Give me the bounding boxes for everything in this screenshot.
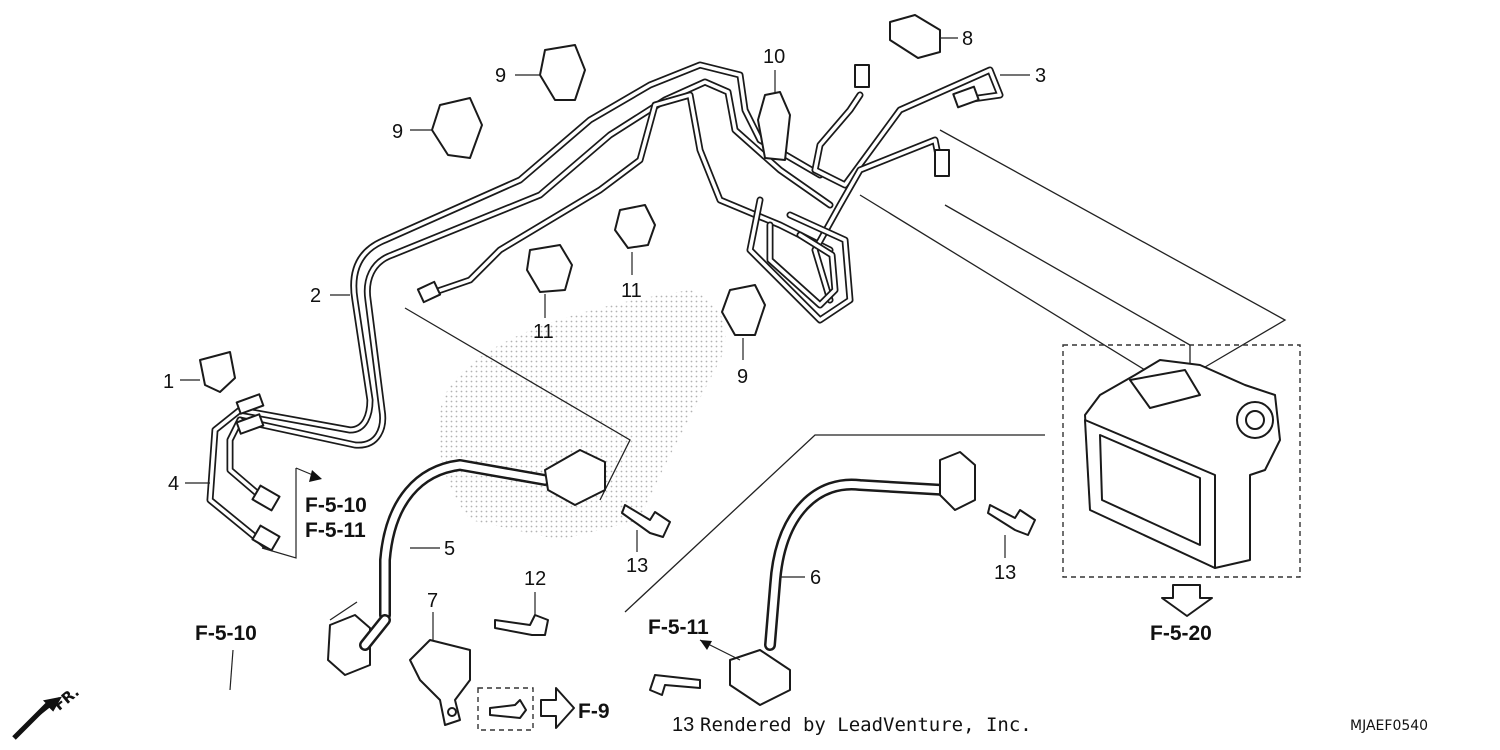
front-direction-arrow [12, 696, 62, 740]
abs-modulator [1062, 344, 1301, 578]
brake-pipe-loop [746, 196, 854, 324]
ref-f-5-11-top: F-5-11 [305, 519, 366, 542]
label-part-2: 2 [310, 285, 321, 307]
label-part-3: 3 [1035, 65, 1046, 87]
pipe-clips [199, 14, 941, 393]
label-part-10: 10 [763, 46, 785, 68]
hose-bracket-7 [409, 639, 471, 726]
label-part-13-bottom: 13 [672, 714, 694, 736]
label-part-7: 7 [427, 590, 438, 612]
label-part-9-top: 9 [495, 65, 506, 87]
label-part-12: 12 [524, 568, 546, 590]
arrow-to-f-9 [540, 687, 575, 729]
label-part-6: 6 [810, 567, 821, 589]
render-credit: Rendered by LeadVenture, Inc. [700, 714, 1032, 736]
drawing-code: MJAEF0540 [1350, 718, 1428, 734]
label-part-13-right: 13 [994, 562, 1016, 584]
ref-f-5-20: F-5-20 [1150, 622, 1212, 645]
label-part-8: 8 [962, 28, 973, 50]
ref-f-5-10-top: F-5-10 [305, 494, 367, 517]
bolts [477, 504, 1036, 731]
label-part-11-right: 11 [621, 280, 642, 302]
reference-labels: F-5-10 F-5-11 F-5-10 F-5-11 F-5-20 F-9 [195, 494, 1212, 723]
label-part-9-center: 9 [737, 366, 748, 388]
label-part-13-center: 13 [626, 555, 648, 577]
brake-pipe-3 [811, 66, 1004, 304]
ref-f-5-10-bottom: F-5-10 [195, 622, 257, 645]
brake-hose-5 [327, 449, 606, 676]
front-label: FR. [50, 683, 83, 715]
label-leaders [180, 37, 1030, 640]
direction-arrows [229, 467, 741, 691]
brake-pipe-center [431, 91, 834, 296]
brake-hose-6 [729, 451, 976, 706]
ref-f-5-11-bottom: F-5-11 [648, 616, 709, 639]
ref-f-9: F-9 [578, 700, 610, 723]
brake-pipe-4 [206, 406, 269, 549]
arrow-to-f-5-20 [1161, 584, 1213, 617]
pipe-fittings [235, 64, 980, 552]
label-part-5: 5 [444, 538, 455, 560]
label-part-4: 4 [168, 473, 179, 495]
label-part-1: 1 [163, 371, 174, 393]
label-part-11-left: 11 [533, 321, 554, 343]
part-labels: 1 2 3 4 5 6 7 8 9 9 9 10 11 11 12 13 13 … [163, 28, 1046, 736]
label-part-9-left: 9 [392, 121, 403, 143]
